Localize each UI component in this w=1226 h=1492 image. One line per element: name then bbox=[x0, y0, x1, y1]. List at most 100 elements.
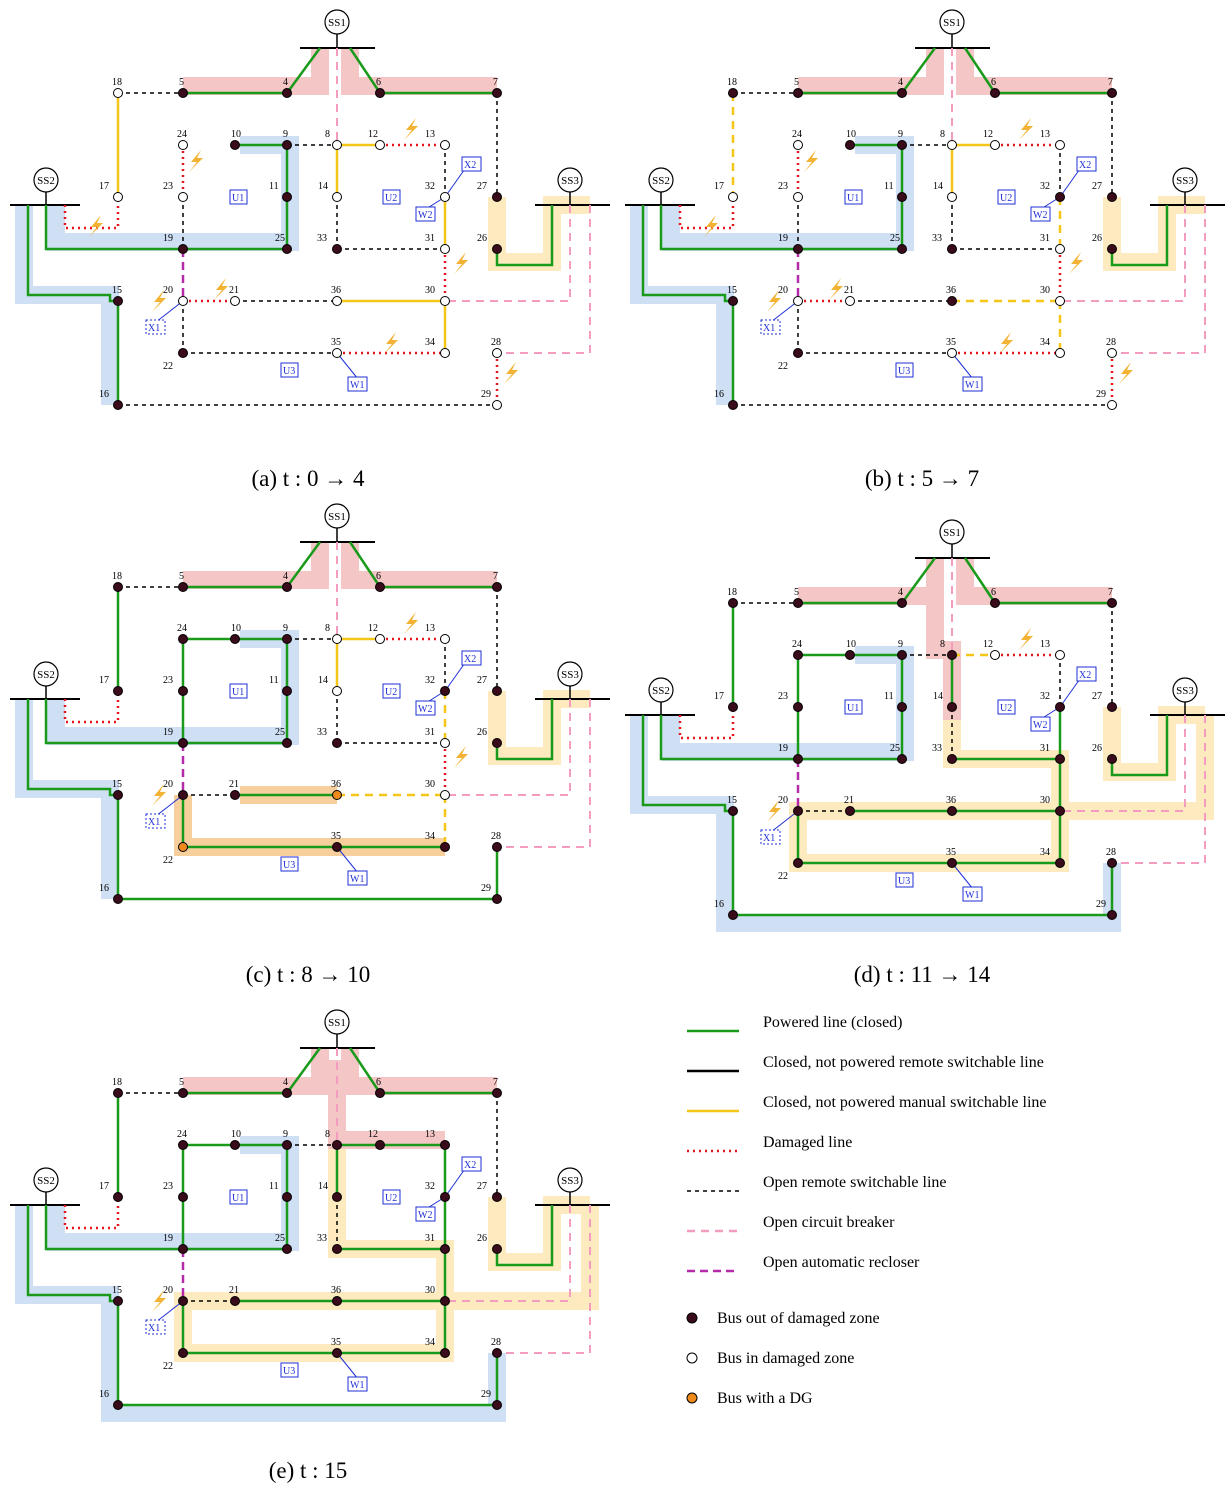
bus-label-26: 26 bbox=[477, 727, 487, 738]
bus-28 bbox=[492, 842, 502, 852]
device-x2: X2 bbox=[464, 160, 476, 171]
bus-23 bbox=[793, 702, 803, 712]
legend-label-open_remote: Open remote switchable line bbox=[763, 1174, 947, 1191]
bus-9 bbox=[282, 140, 292, 150]
bus-label-25: 25 bbox=[890, 233, 900, 244]
zone-shade bbox=[1103, 196, 1205, 271]
bus-11 bbox=[282, 686, 292, 696]
zone-u2: U2 bbox=[1000, 193, 1012, 204]
bus-label-18: 18 bbox=[727, 77, 737, 88]
bus-label-31: 31 bbox=[425, 1233, 435, 1244]
breaker-ss3-28 bbox=[497, 205, 591, 354]
bus-18 bbox=[728, 88, 738, 98]
bus-label-16: 16 bbox=[99, 389, 109, 400]
bus-34 bbox=[1055, 858, 1065, 868]
bus-22 bbox=[178, 842, 188, 852]
bus-label-10: 10 bbox=[846, 129, 856, 140]
bus-34 bbox=[440, 842, 450, 852]
bus-label-8: 8 bbox=[940, 129, 945, 140]
bus-label-19: 19 bbox=[163, 727, 173, 738]
fault-bolt-icon bbox=[89, 215, 103, 237]
feeder-ss3-26 bbox=[1110, 715, 1169, 777]
bus-6 bbox=[375, 582, 385, 592]
bus-17 bbox=[113, 192, 123, 202]
bus-label-27: 27 bbox=[477, 1181, 487, 1192]
bus-19 bbox=[793, 754, 803, 764]
bus-10 bbox=[845, 140, 855, 150]
device-w1: W1 bbox=[965, 380, 979, 391]
feeder-ss2-19 bbox=[659, 715, 798, 761]
bus-label-5: 5 bbox=[794, 587, 799, 598]
substation-ss1: SS1 bbox=[943, 527, 961, 539]
bus-4 bbox=[282, 582, 292, 592]
bus-label-26: 26 bbox=[477, 233, 487, 244]
bus-label-23: 23 bbox=[778, 181, 788, 192]
bus-33 bbox=[332, 1244, 342, 1254]
zone-shade bbox=[956, 48, 1112, 95]
bus-label-21: 21 bbox=[844, 285, 854, 296]
bus-label-17: 17 bbox=[99, 181, 109, 192]
bus-29 bbox=[1107, 400, 1117, 410]
bus-12 bbox=[990, 140, 1000, 150]
bus-label-34: 34 bbox=[1040, 847, 1050, 858]
bus-7 bbox=[492, 582, 502, 592]
feeder-ss2-19 bbox=[44, 699, 183, 745]
bus-label-29: 29 bbox=[1096, 389, 1106, 400]
feeder-ss3-26 bbox=[495, 1205, 554, 1267]
zone-shade bbox=[183, 542, 329, 589]
breaker-ss3-28 bbox=[1112, 715, 1206, 864]
bus-label-9: 9 bbox=[898, 129, 903, 140]
bus-15 bbox=[113, 296, 123, 306]
bus-label-8: 8 bbox=[325, 1129, 330, 1140]
fault-bolt-icon bbox=[767, 290, 781, 312]
device-x2-box bbox=[1076, 666, 1097, 682]
device-x1-box bbox=[145, 1319, 166, 1335]
line-SS1R-6 bbox=[348, 541, 382, 588]
bus-label-5: 5 bbox=[179, 571, 184, 582]
device-w1-leader bbox=[951, 352, 974, 380]
legend-swatch-bus_out bbox=[686, 1312, 698, 1324]
bus-label-35: 35 bbox=[331, 337, 341, 348]
bus-label-14: 14 bbox=[933, 181, 943, 192]
bus-label-7: 7 bbox=[493, 571, 498, 582]
substation-ss2: SS2 bbox=[37, 669, 55, 681]
bus-20 bbox=[793, 296, 803, 306]
zone-u3: U3 bbox=[283, 1366, 295, 1377]
feeder-ss3-26 bbox=[1110, 205, 1169, 267]
bus-11 bbox=[897, 702, 907, 712]
bus-21 bbox=[845, 296, 855, 306]
device-w2: W2 bbox=[1033, 210, 1047, 221]
bus-label-6: 6 bbox=[991, 587, 996, 598]
bus-14 bbox=[947, 192, 957, 202]
breaker-ss3-30 bbox=[1060, 205, 1186, 302]
bus-label-35: 35 bbox=[331, 1337, 341, 1348]
bus-12 bbox=[375, 1140, 385, 1150]
legend-label-breaker: Open circuit breaker bbox=[763, 1214, 895, 1231]
zone-shade bbox=[488, 690, 590, 765]
zone-u1: U1 bbox=[847, 703, 859, 714]
bus-label-25: 25 bbox=[275, 1233, 285, 1244]
bus-label-32: 32 bbox=[1040, 691, 1050, 702]
bus-label-35: 35 bbox=[946, 337, 956, 348]
bus-label-35: 35 bbox=[946, 847, 956, 858]
bus-25 bbox=[282, 738, 292, 748]
bus-label-23: 23 bbox=[778, 691, 788, 702]
bus-16 bbox=[728, 400, 738, 410]
bus-label-9: 9 bbox=[283, 623, 288, 634]
device-x2-box bbox=[461, 650, 482, 666]
bus-35 bbox=[947, 858, 957, 868]
bus-label-34: 34 bbox=[1040, 337, 1050, 348]
bus-13 bbox=[440, 634, 450, 644]
bus-label-28: 28 bbox=[1106, 847, 1116, 858]
bus-label-28: 28 bbox=[491, 831, 501, 842]
bus-label-27: 27 bbox=[477, 675, 487, 686]
bus-label-11: 11 bbox=[269, 181, 279, 192]
breaker-ss3-28 bbox=[1112, 205, 1206, 354]
bus-12 bbox=[375, 140, 385, 150]
bus-27 bbox=[492, 1192, 502, 1202]
bus-label-29: 29 bbox=[481, 883, 491, 894]
bus-36 bbox=[332, 790, 342, 800]
breaker-ss3-28 bbox=[497, 699, 591, 848]
bus-label-14: 14 bbox=[318, 675, 328, 686]
fault-bolt-icon bbox=[1019, 118, 1033, 140]
